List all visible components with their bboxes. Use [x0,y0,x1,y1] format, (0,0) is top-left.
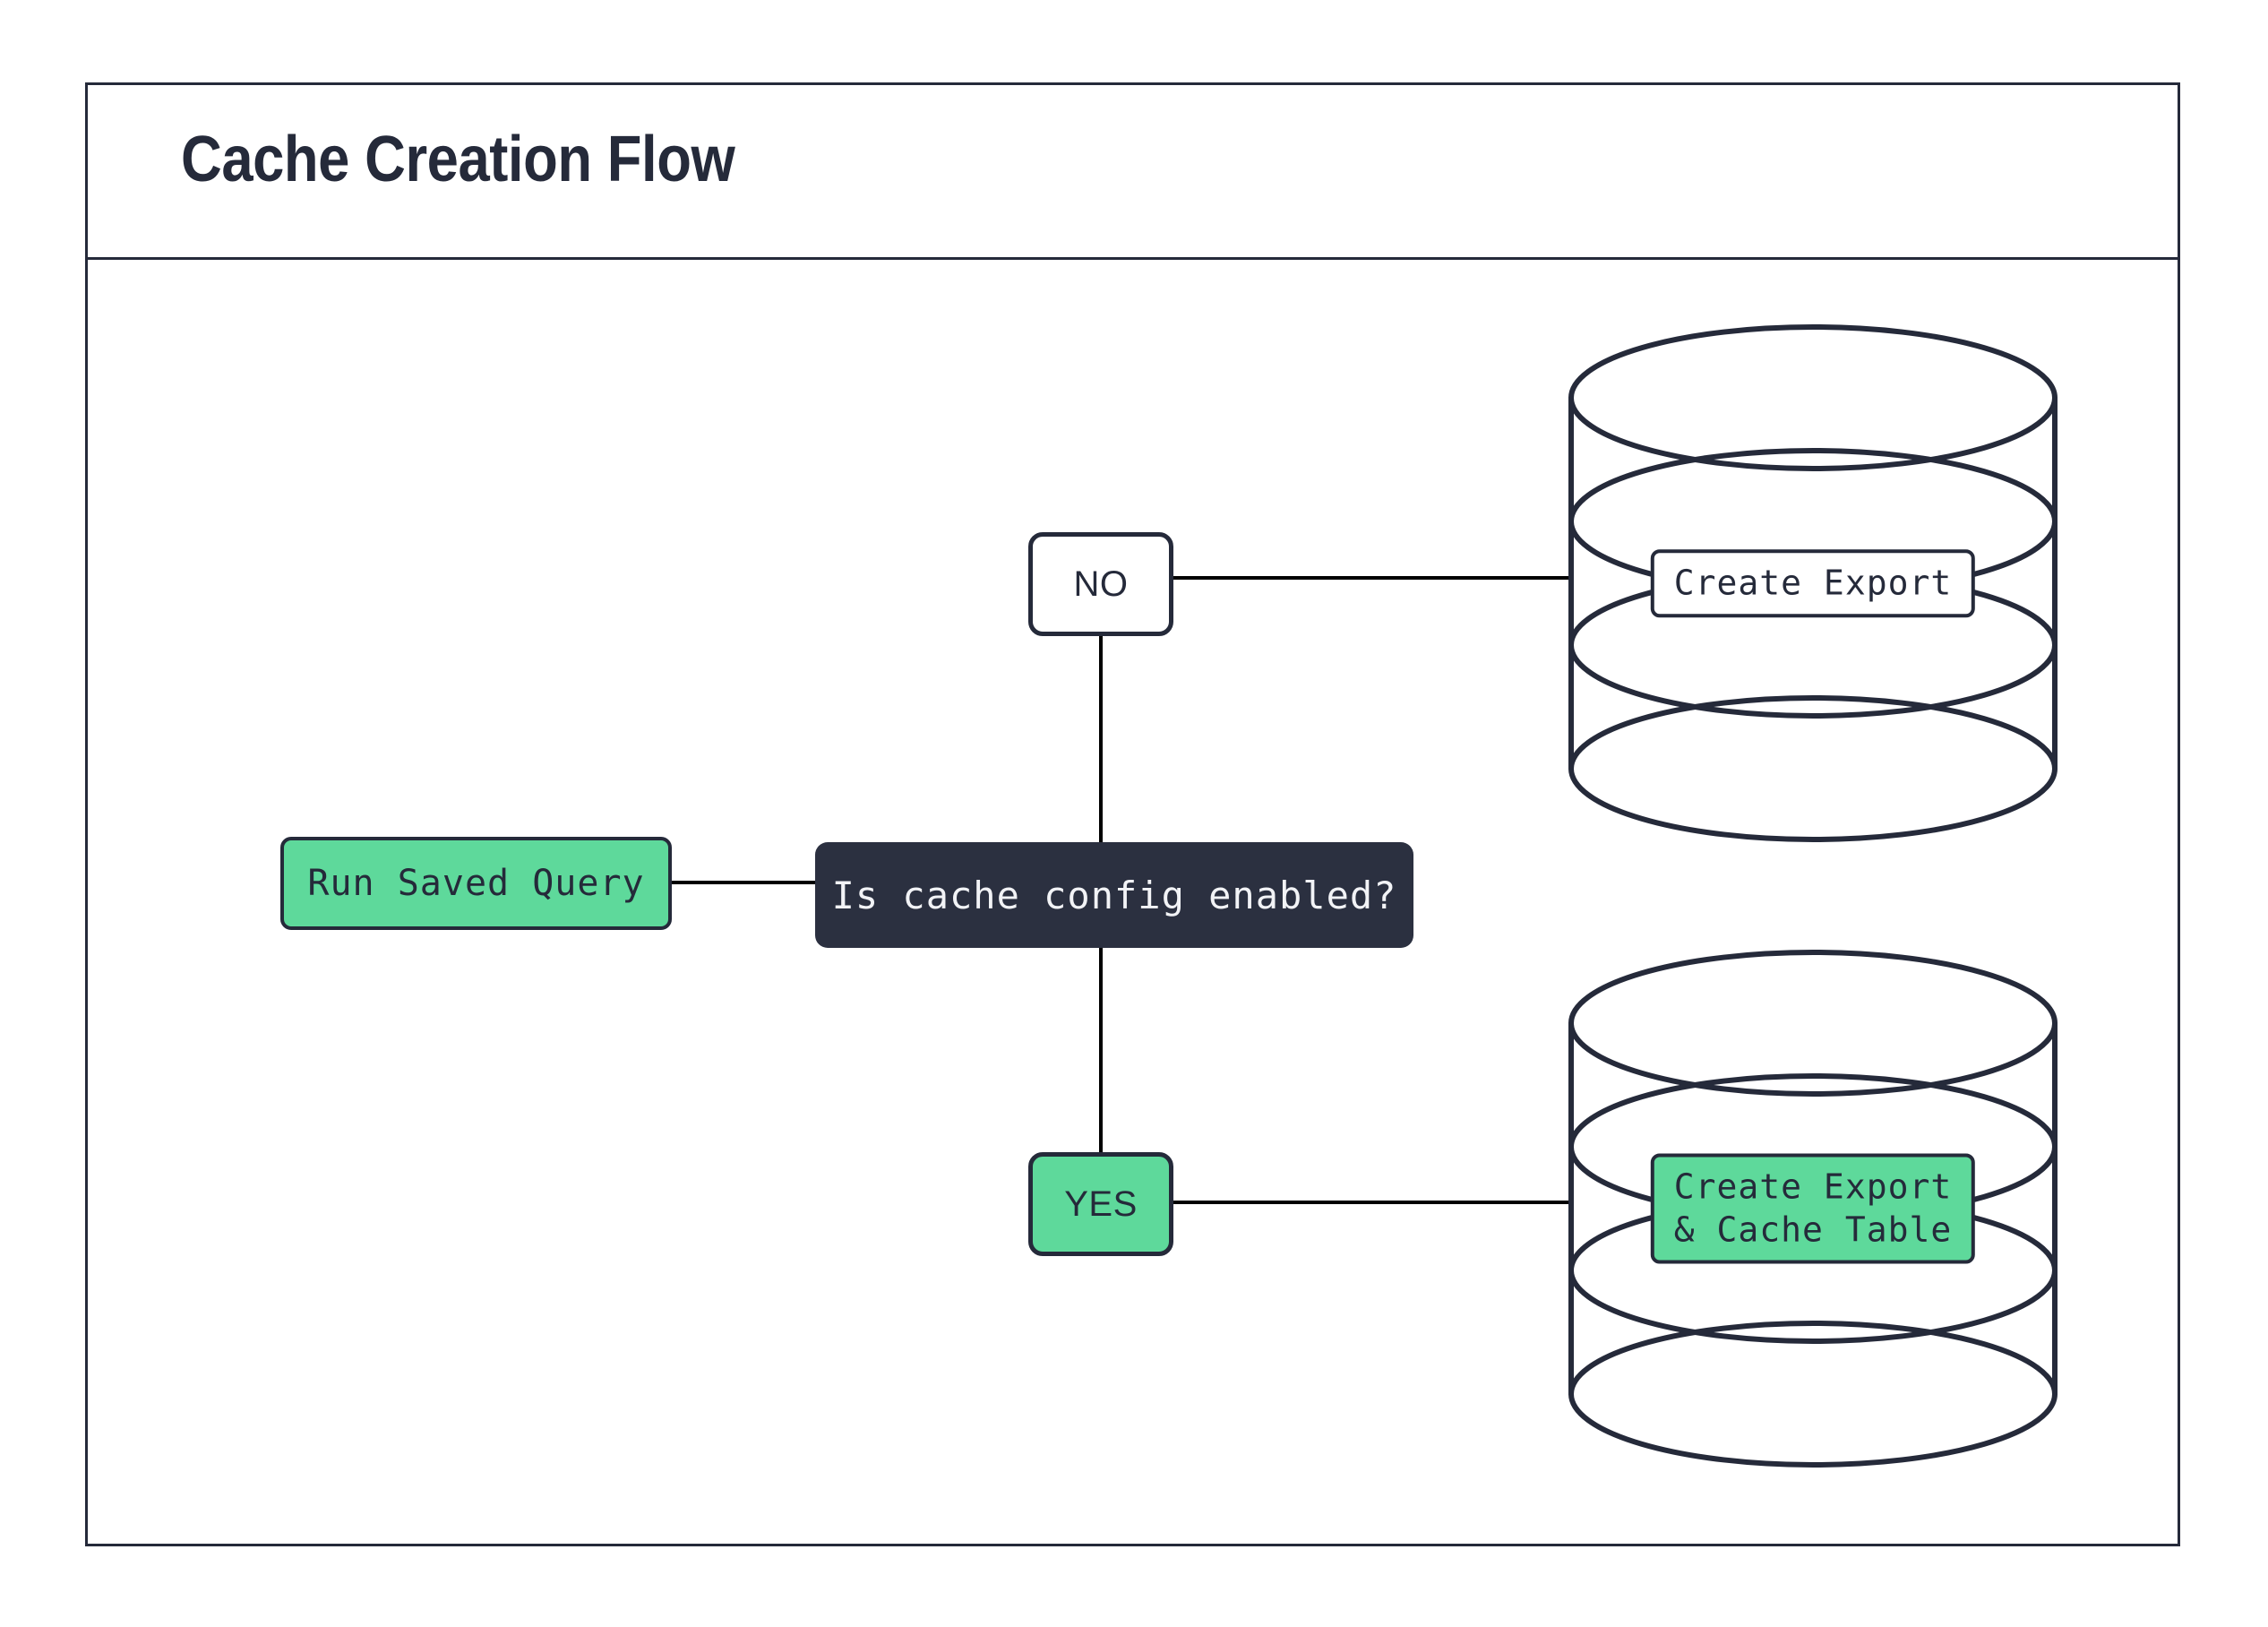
db-export-cache-label-line2: & Cache Table [1673,1209,1953,1249]
edge-start-to-decision [672,881,817,884]
branch-label-yes[interactable]: YES [1028,1152,1173,1256]
database-cylinder-export[interactable]: Create Export [1568,324,2058,842]
edge-yes-to-db-export-cache [1172,1201,1570,1204]
db-export-cache-label-line1: Create Export [1673,1166,1953,1207]
database-cylinder-export-cache[interactable]: Create Export & Cache Table [1568,950,2058,1468]
diagram-header: Cache Creation Flow [88,85,2178,260]
db-export-cache-label: Create Export & Cache Table [1650,1153,1976,1264]
edge-decision-to-yes [1099,946,1103,1154]
edge-no-to-db-export [1172,576,1570,580]
branch-label-no[interactable]: NO [1028,532,1173,636]
db-export-label: Create Export [1650,549,1976,617]
node-run-saved-query[interactable]: Run Saved Query [280,837,672,930]
edge-decision-to-no [1099,636,1103,844]
node-is-cache-config-enabled[interactable]: Is cache config enabled? [815,842,1413,948]
page-title: Cache Creation Flow [181,124,735,195]
